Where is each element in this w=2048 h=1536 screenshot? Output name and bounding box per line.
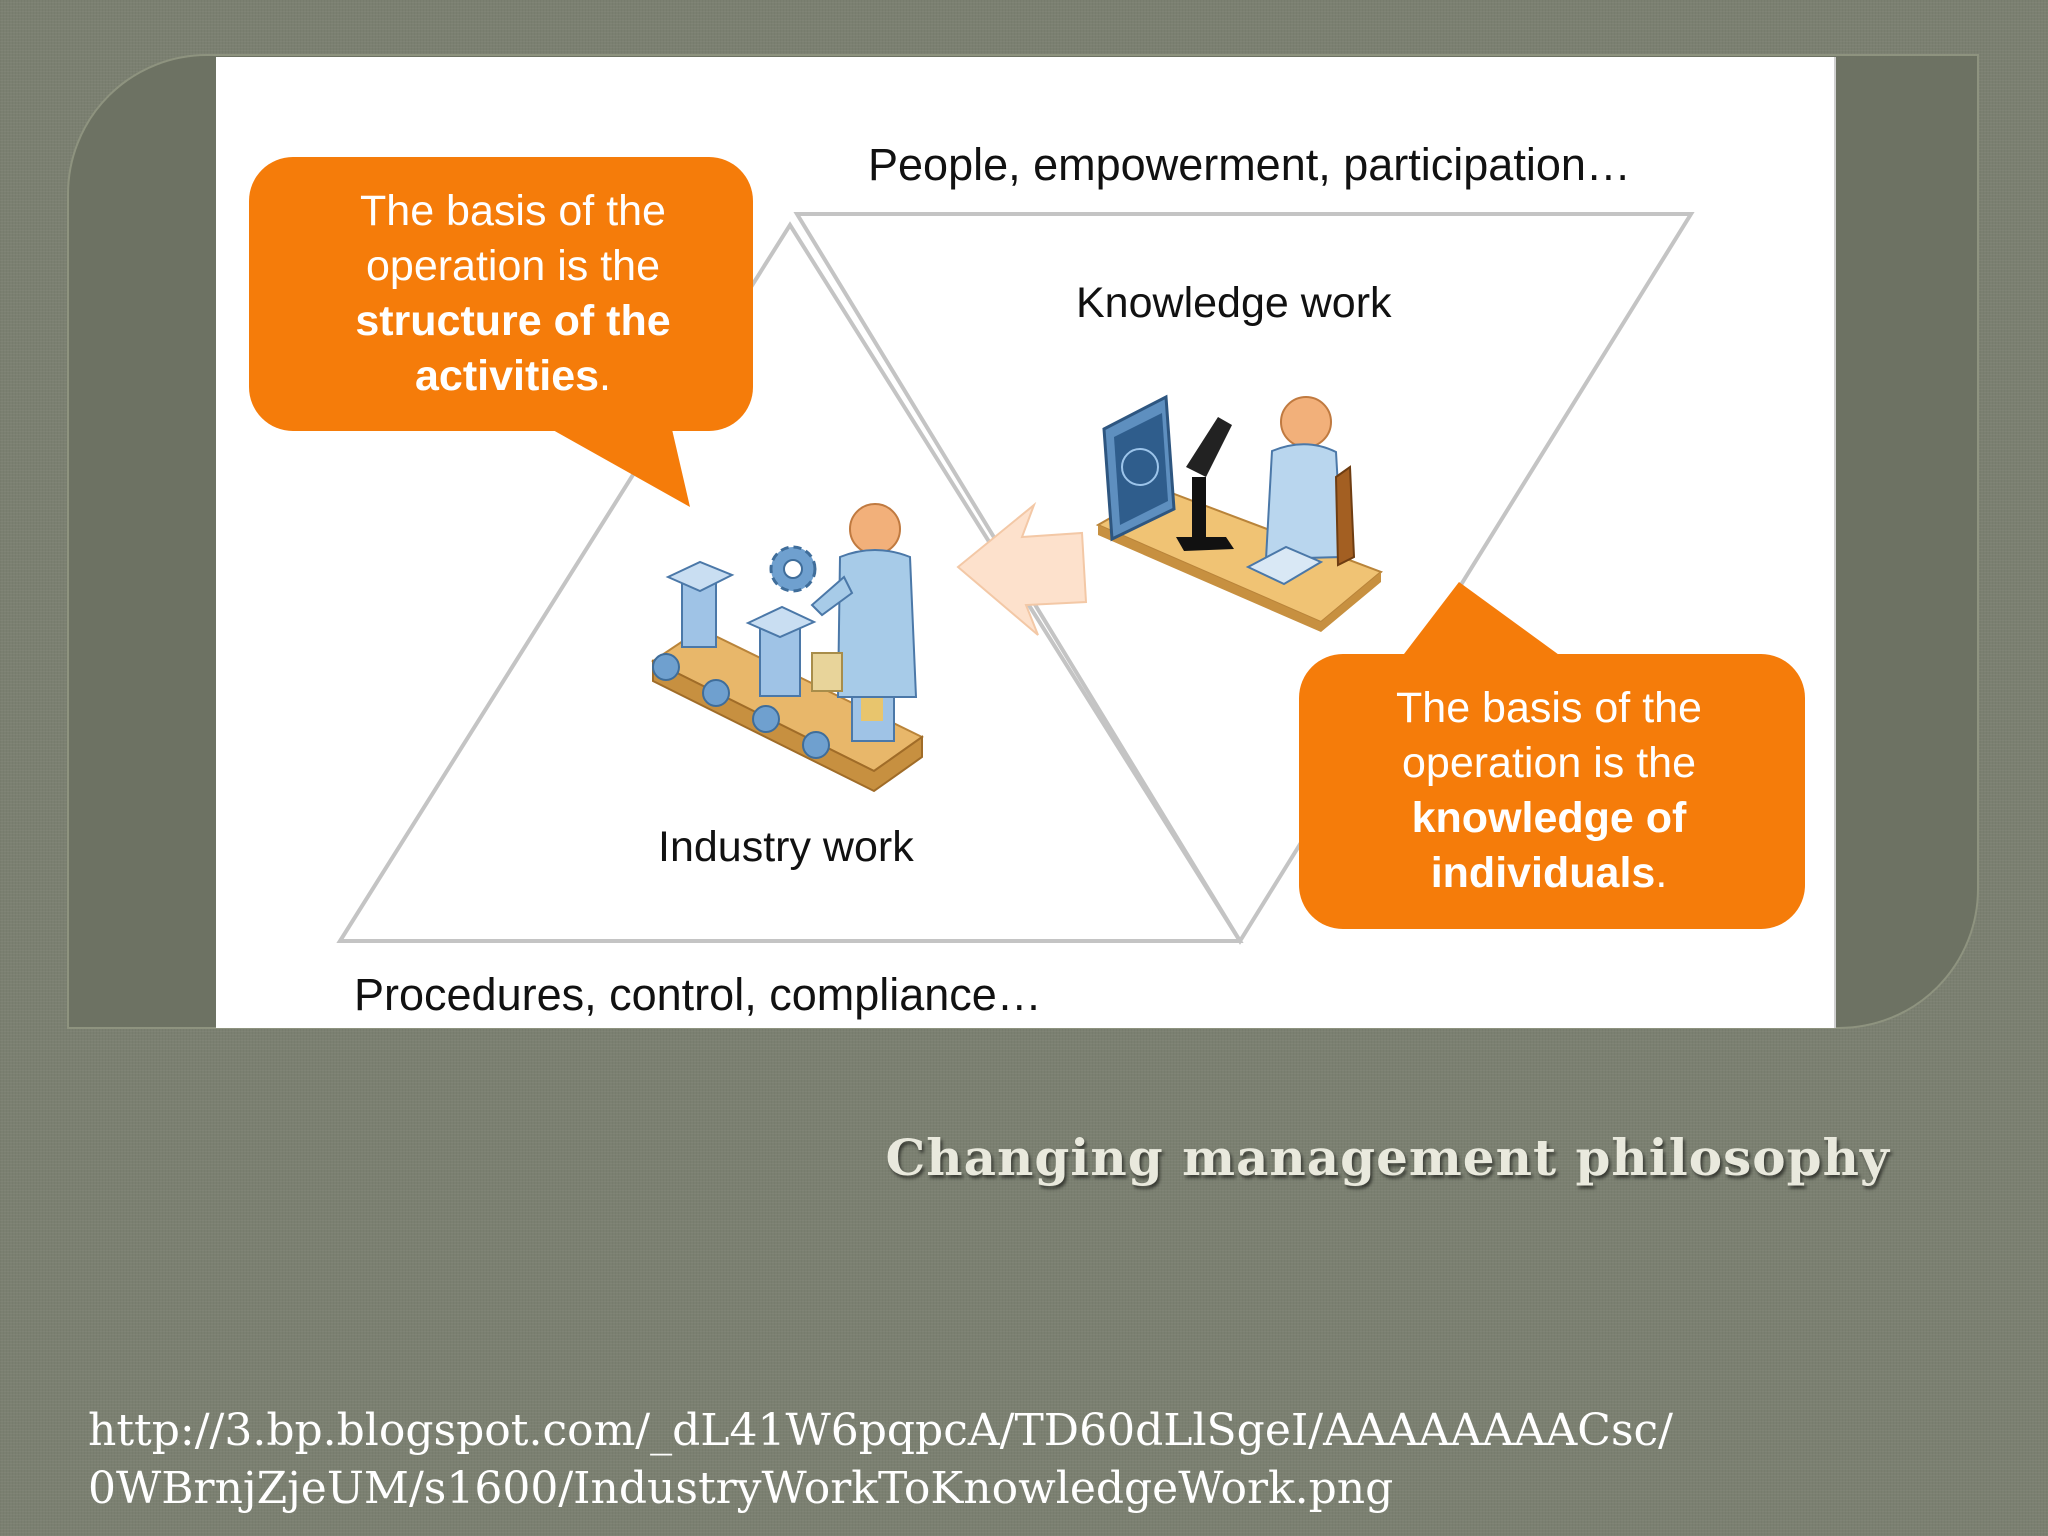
left-bubble-bold2: activities [414,352,600,400]
left-bubble-text: The basis of the operation is the struct… [284,184,742,404]
right-arrow-icon [956,501,1088,636]
source-url-line2: 0WBrnjZjeUM/s1600/IndustryWorkToKnowledg… [88,1463,1394,1514]
diagram-drawing [249,157,1805,945]
right-bubble-line2: operation is the [1401,739,1697,787]
left-bubble-bold1: structure of the [355,297,671,345]
top-axis-label: People, empowerment, participation… [868,139,1631,190]
industry-work-label: Industry work [658,823,914,871]
assembly-worker-icon [651,503,924,793]
left-bubble-line1: The basis of the [360,187,666,235]
left-bubble-period: . [599,352,611,400]
right-bubble-period: . [1655,849,1668,897]
source-url-line1: http://3.bp.blogspot.com/_dL41W6pqpcA/TD… [88,1405,1673,1456]
right-speech-bubble [1299,582,1805,929]
diagram-picture: People, empowerment, participation… Know… [216,57,1834,1028]
left-bubble-line2: operation is the [365,242,661,290]
bottom-axis-label: Procedures, control, compliance… [354,969,1042,1020]
scientist-desk-icon [1095,394,1383,632]
slide-caption: Changing management philosophy [885,1128,1890,1187]
left-speech-bubble [249,157,753,507]
right-bubble-text: The basis of the operation is the knowle… [1320,681,1778,901]
right-bubble-bold2: individuals [1430,849,1656,897]
knowledge-work-label: Knowledge work [1076,279,1392,327]
right-bubble-line1: The basis of the [1396,684,1702,732]
source-url: http://3.bp.blogspot.com/_dL41W6pqpcA/TD… [88,1402,1968,1518]
picture-edge [1834,57,1836,1028]
right-bubble-bold1: knowledge of [1411,794,1687,842]
